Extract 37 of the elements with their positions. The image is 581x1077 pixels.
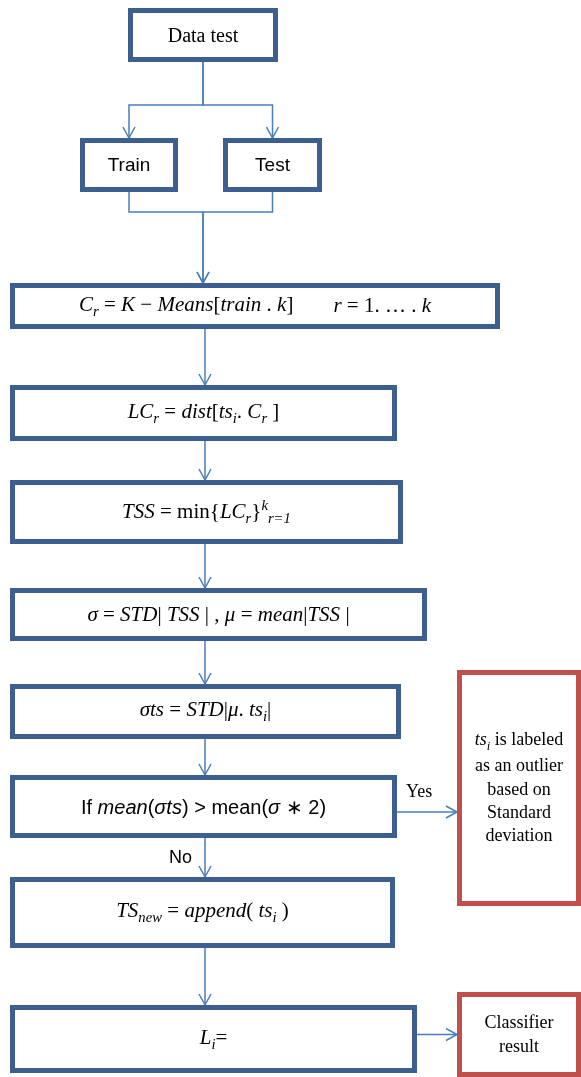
arrow xyxy=(198,947,212,1006)
result-box xyxy=(457,992,581,1077)
arrow xyxy=(198,640,212,685)
result-box xyxy=(457,670,581,906)
process-box xyxy=(80,138,178,192)
box-text: σ = STD| TSS | , μ = mean|TSS | xyxy=(87,600,350,628)
arrow xyxy=(416,1027,458,1042)
arrow xyxy=(396,805,458,819)
process-box xyxy=(10,588,427,641)
process-box xyxy=(10,283,500,329)
process-box xyxy=(10,1005,417,1073)
box-text: TS$_{new}$ = append( ts$_{i}$ ) xyxy=(116,897,289,928)
box-text: r = 1. … . k xyxy=(333,292,431,320)
box-text: ts$_{i}$ is labeled as an outlier based on Standard deviation xyxy=(473,728,565,848)
arrow xyxy=(198,543,212,589)
box-text: Data test xyxy=(167,23,239,48)
box-text: LC$_{r}$ = dist[ts$_{i}$. C$_{r}$ ] xyxy=(127,397,280,429)
box-text: If mean(σts) > mean(σ ∗ 2) xyxy=(80,794,327,820)
box-text: Train xyxy=(107,152,151,177)
process-box xyxy=(10,684,401,739)
box-text: Test xyxy=(255,152,290,177)
process-box xyxy=(10,385,397,441)
process-box xyxy=(10,775,397,838)
process-box xyxy=(128,8,278,62)
arrow xyxy=(198,738,212,776)
arrow xyxy=(198,440,212,481)
process-box xyxy=(10,480,403,544)
process-box xyxy=(10,877,395,948)
box-text: L$_{i}$= xyxy=(199,1023,228,1055)
arrow xyxy=(198,328,212,386)
arrow xyxy=(202,61,280,139)
arrow xyxy=(198,837,212,878)
box-text: Classifier result xyxy=(483,1011,555,1058)
process-box xyxy=(223,138,322,192)
arrow xyxy=(196,191,274,284)
box-text: σts = STD|μ. ts$_{i}$| xyxy=(139,696,272,727)
box-text: C$_{r}$ = K − Means[train . k] xyxy=(79,290,294,322)
